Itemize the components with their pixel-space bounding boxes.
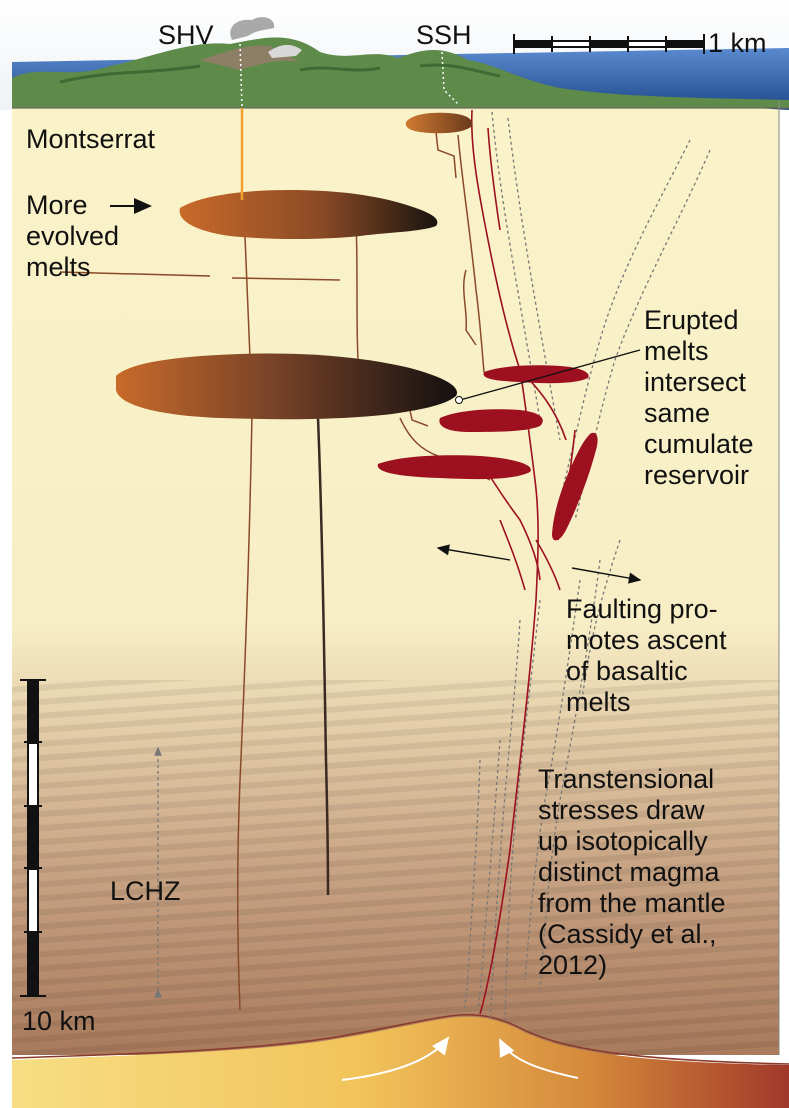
lchz-label: LCHZ <box>110 876 181 907</box>
top-scale-label: 1 km <box>708 28 767 59</box>
ssh-label: SSH <box>416 20 472 51</box>
faulting-label: Faulting pro- motes ascent of basaltic m… <box>566 594 727 718</box>
transtensional-label: Transtensional stresses draw up isotopic… <box>538 764 726 981</box>
evolved-melts-label: More evolved melts <box>26 190 119 283</box>
island-label: Montserrat <box>26 124 155 155</box>
erupted-callout-dot <box>456 397 463 404</box>
depth-scale-label: 10 km <box>22 1006 96 1037</box>
shv-label: SHV <box>158 20 214 51</box>
shallow-melt-lens-ssh <box>406 113 472 133</box>
erupted-melts-label: Erupted melts intersect same cumulate re… <box>644 305 754 491</box>
